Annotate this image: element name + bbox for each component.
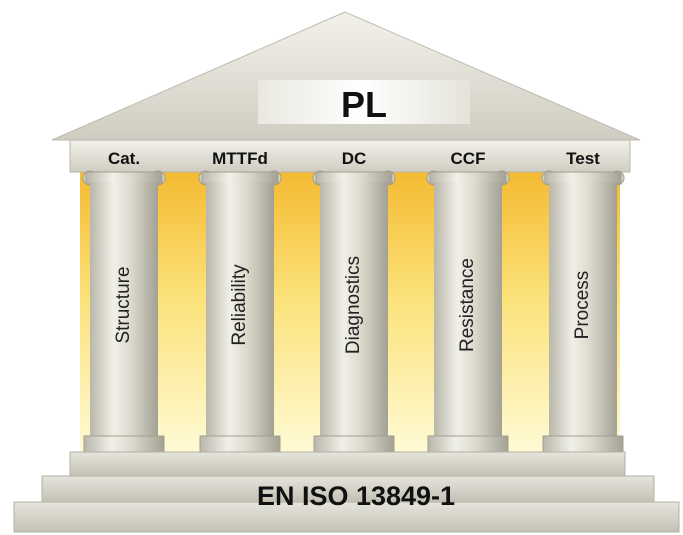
pillar-base (427, 435, 509, 453)
pillar-1: Reliability (198, 170, 282, 453)
pillar-shaft (320, 182, 388, 438)
factor-header-4: Test (566, 149, 600, 168)
pillar-base (83, 435, 165, 453)
pillar-base (313, 435, 395, 453)
frieze (69, 139, 631, 173)
pillar-label-1: Reliability (229, 264, 250, 346)
base-label: EN ISO 13849-1 (257, 481, 455, 511)
pillar-label-0: Structure (113, 266, 134, 343)
pillar-label-4: Process (572, 271, 593, 340)
step-top (69, 451, 626, 477)
pillar-base (199, 435, 281, 453)
factor-header-0: Cat. (108, 149, 140, 168)
pillar-0: Structure (82, 170, 166, 453)
factor-headers: Cat. MTTFd DC CCF Test (108, 149, 600, 168)
pillar-shaft (549, 182, 617, 438)
step-bottom (13, 501, 680, 533)
pediment-plate (258, 80, 470, 124)
factor-header-1: MTTFd (212, 149, 268, 168)
pillar-base (542, 435, 624, 453)
pillar-label-2: Diagnostics (343, 256, 364, 354)
pillars: Structure Reliability Diagnostics Resistanc… (82, 170, 625, 453)
pediment-label: PL (341, 84, 387, 125)
factor-header-2: DC (342, 149, 367, 168)
pillar-3: Resistance (426, 170, 510, 453)
pillar-shaft (90, 182, 158, 438)
pillar-2: Diagnostics (312, 170, 396, 453)
pillar-shaft (434, 182, 502, 438)
factor-header-3: CCF (451, 149, 486, 168)
pillar-label-3: Resistance (457, 258, 478, 352)
pillar-shaft (206, 182, 274, 438)
pillar-4: Process (541, 170, 625, 453)
